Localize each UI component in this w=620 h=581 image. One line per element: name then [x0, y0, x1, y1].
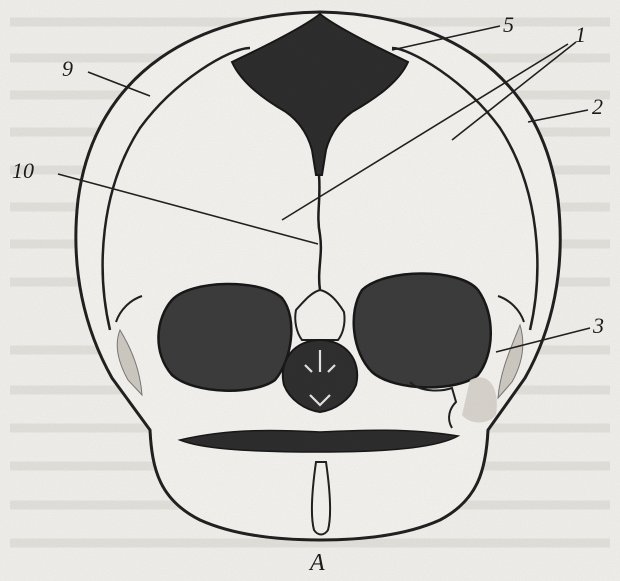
label-9: 9: [62, 58, 73, 80]
label-3: 3: [593, 315, 604, 337]
label-10: 10: [12, 160, 34, 182]
label-2: 2: [592, 96, 603, 118]
figure-caption: A: [310, 551, 325, 575]
label-5: 5: [503, 14, 514, 36]
label-1: 1: [575, 24, 586, 46]
